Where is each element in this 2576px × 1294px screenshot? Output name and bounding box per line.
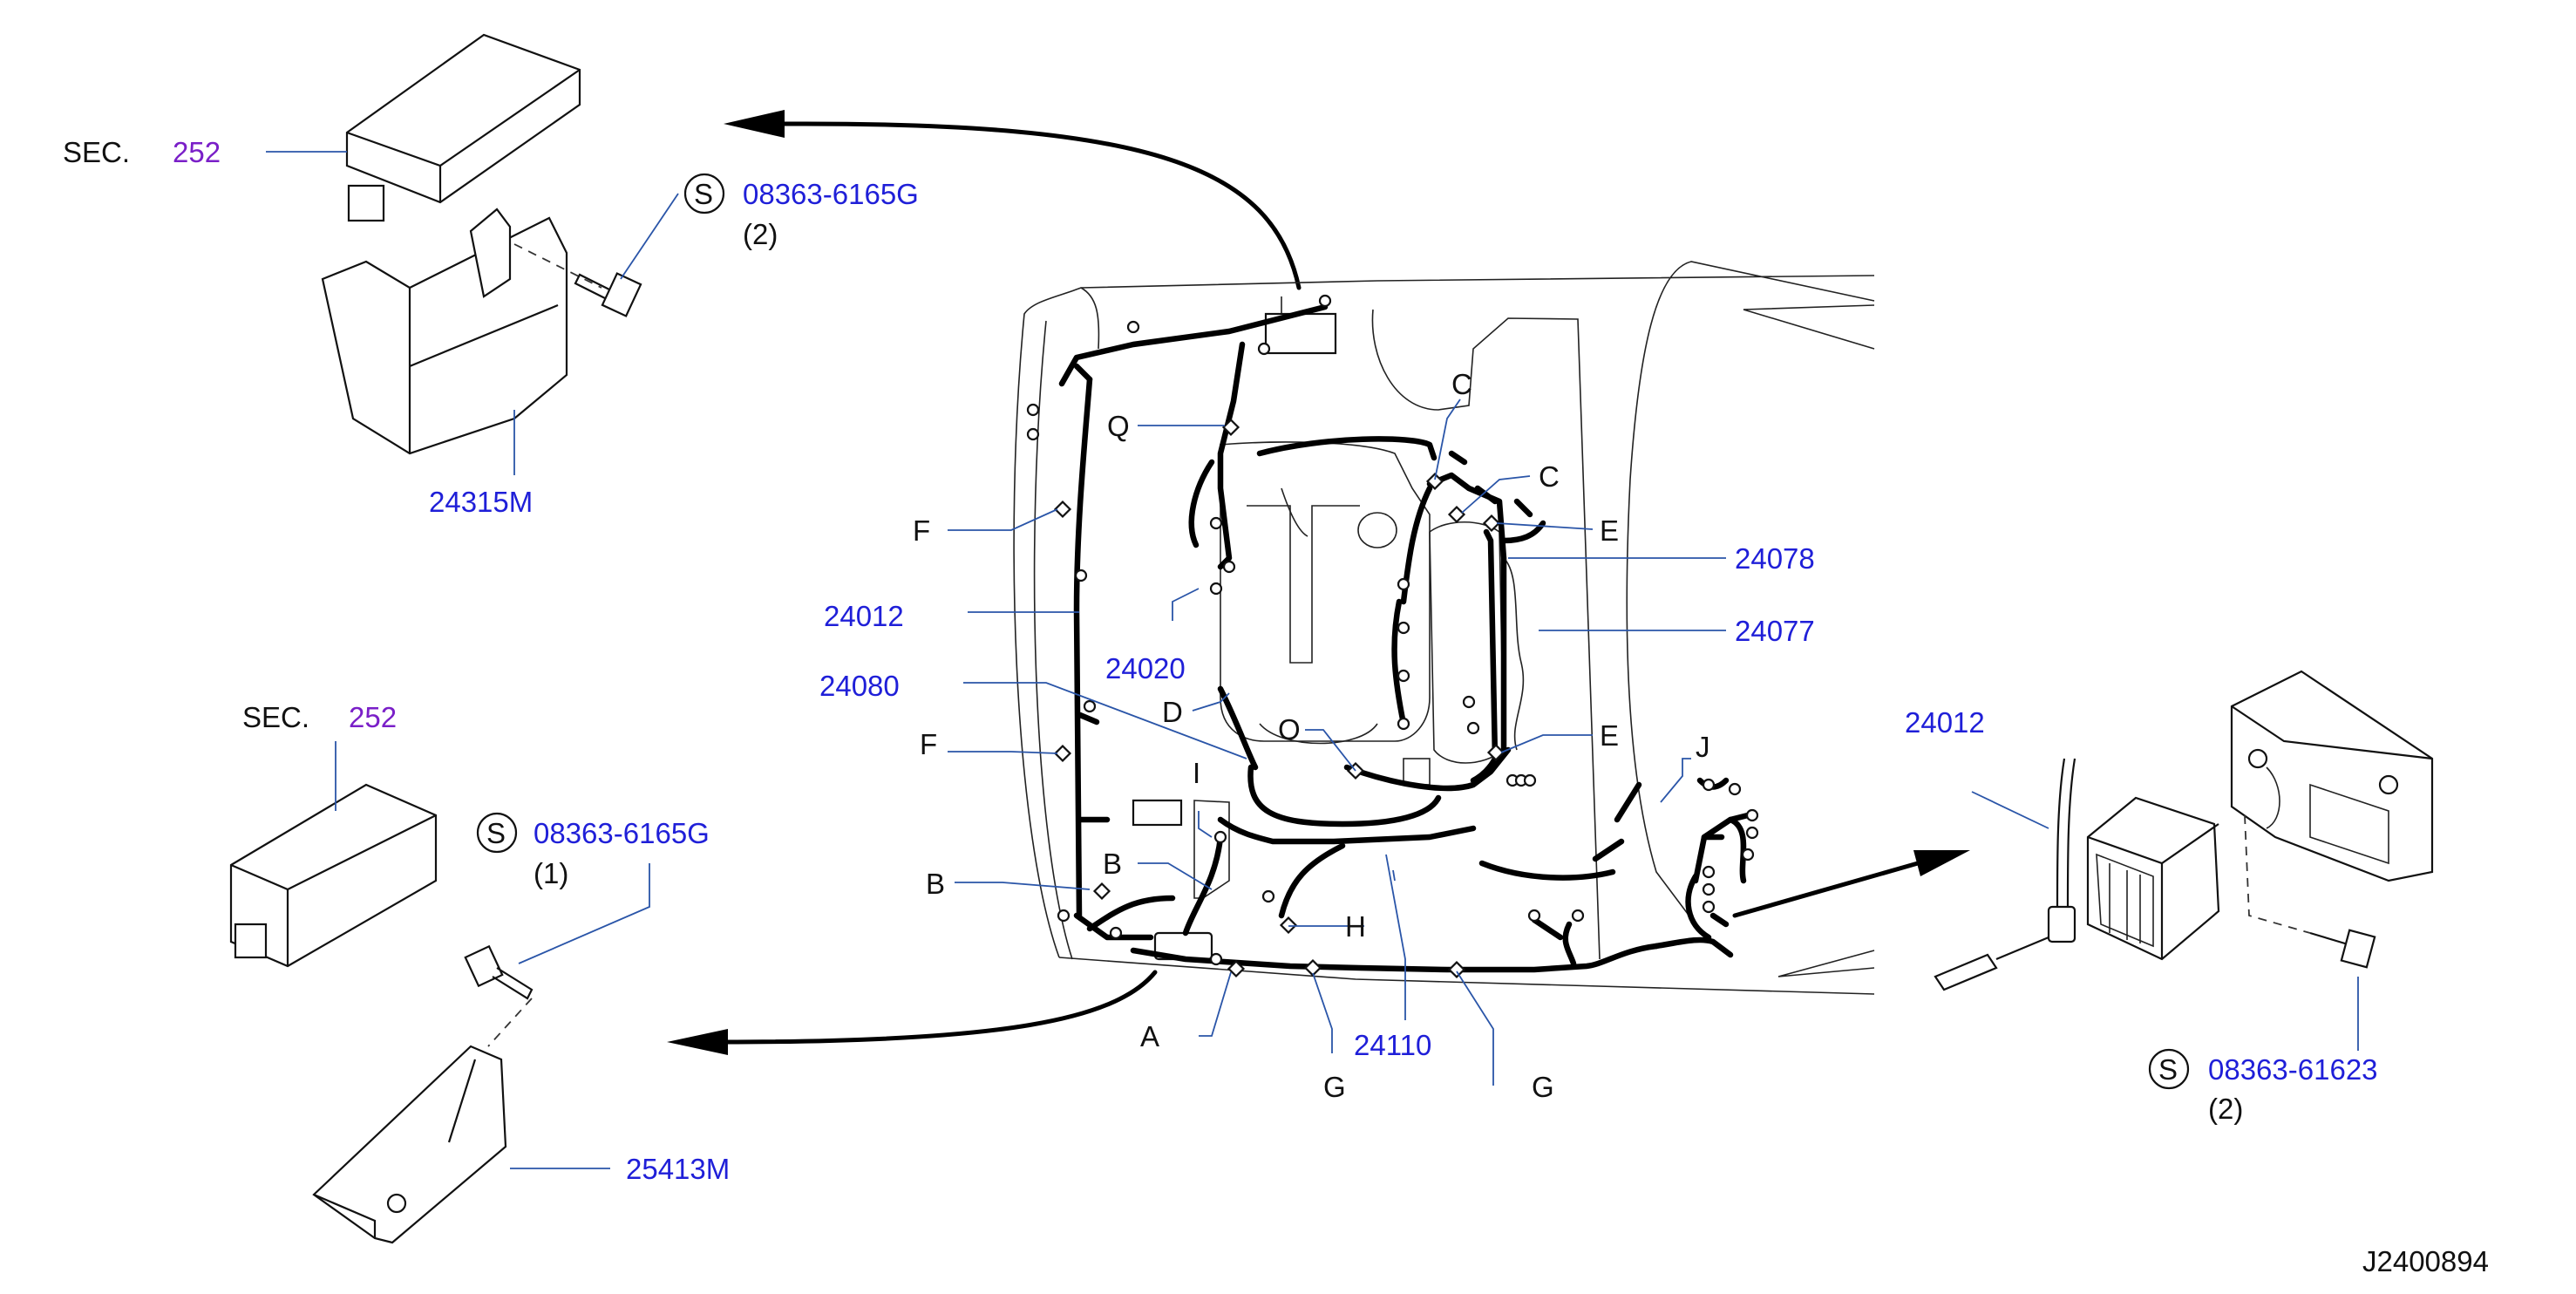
s-circle-right — [2148, 1048, 2190, 1090]
arrow-to-mid-bracket — [667, 970, 1158, 1055]
letter-a: A — [1140, 1020, 1159, 1052]
relay-box-mid — [229, 783, 438, 968]
part-25413m[interactable]: 25413M — [626, 1153, 730, 1185]
letter-h: H — [1345, 910, 1366, 943]
letter-d: D — [1162, 696, 1183, 728]
letter-g-right: G — [1532, 1071, 1554, 1103]
fuse-box-top — [321, 33, 581, 455]
letter-q: Q — [1107, 410, 1130, 442]
harness-wires — [1058, 303, 1751, 973]
bolt-top-qty: (2) — [743, 218, 778, 250]
bolt-top-code[interactable]: 08363-6165G — [743, 178, 919, 210]
left-connector — [1132, 799, 1183, 827]
ecu-plate — [1193, 800, 1230, 899]
letter-o: O — [1278, 713, 1301, 746]
s-mark-top: S — [694, 178, 713, 210]
sec-top-label: SEC. — [63, 136, 130, 168]
s-mark-right: S — [2158, 1053, 2178, 1086]
leader-lines — [948, 398, 1726, 1086]
letter-b-left: B — [926, 868, 945, 900]
part-24020[interactable]: 24020 — [1105, 652, 1186, 684]
letter-b-center: B — [1103, 848, 1122, 880]
letter-c-second: C — [1539, 460, 1560, 493]
connector-pins — [1026, 294, 1759, 966]
part-24077[interactable]: 24077 — [1735, 615, 1815, 647]
s-circle-mid — [476, 812, 518, 854]
bracket-right — [2230, 670, 2434, 882]
part-24110[interactable]: 24110 — [1354, 1029, 1431, 1061]
part-24012-right[interactable]: 24012 — [1905, 706, 1985, 739]
bolt-mid-qty: (1) — [534, 857, 568, 889]
letter-e-top: E — [1600, 514, 1619, 547]
letter-j: J — [1696, 731, 1710, 763]
letter-f-top: F — [913, 514, 930, 547]
part-24012-left[interactable]: 24012 — [824, 600, 904, 632]
letter-e-bottom: E — [1600, 719, 1619, 752]
grommet-24012 — [1934, 758, 2076, 991]
letter-f-bottom: F — [920, 728, 937, 760]
bolt-right — [2244, 814, 2376, 969]
letter-g-left: G — [1323, 1071, 1346, 1103]
relay-box-right — [2086, 796, 2220, 961]
sec-mid-label: SEC. — [242, 701, 309, 733]
arrow-to-right-box — [1732, 850, 1970, 918]
bolt-top — [513, 243, 642, 317]
sec-top-number[interactable]: 252 — [173, 136, 221, 168]
bolt-mid-code[interactable]: 08363-6165G — [534, 817, 710, 849]
bolt-mid — [464, 944, 534, 1047]
s-mark-mid: S — [486, 817, 506, 849]
dash-panel-outline — [1013, 261, 1875, 995]
diamond-markers — [1053, 418, 1505, 979]
letter-c-top: C — [1451, 368, 1472, 400]
s-circle-top — [683, 173, 725, 215]
part-24080[interactable]: 24080 — [819, 670, 900, 702]
diagram-id: J2400894 — [2362, 1245, 2489, 1277]
sec-mid-number[interactable]: 252 — [349, 701, 397, 733]
bracket-25413m — [312, 1045, 507, 1244]
bolt-right-code[interactable]: 08363-61623 — [2208, 1053, 2378, 1086]
bolt-right-qty: (2) — [2208, 1093, 2243, 1125]
part-24315m[interactable]: 24315M — [429, 486, 533, 518]
arrow-to-top-box — [724, 110, 1302, 290]
part-24078[interactable]: 24078 — [1735, 542, 1815, 575]
letter-i: I — [1193, 757, 1200, 789]
